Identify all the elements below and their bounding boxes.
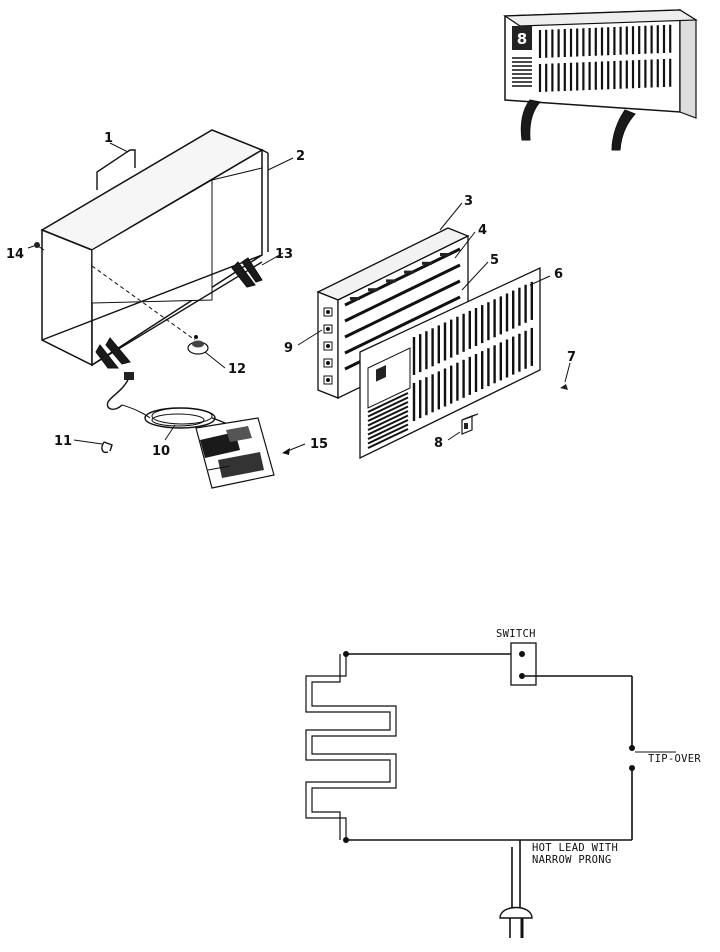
- element-tube: [344, 279, 461, 339]
- switch-label: SWITCH: [496, 628, 536, 640]
- handle: [96, 149, 136, 190]
- element-slot: [404, 270, 414, 274]
- clip-11: [101, 441, 113, 454]
- screw-14: [34, 242, 45, 251]
- part-number-13: 13: [275, 247, 293, 262]
- part-number-7: 7: [567, 350, 576, 365]
- part-numbers: 1 2 3 4 5 6 7 8 9 10 11 12 13 14 15: [6, 131, 576, 459]
- side-components: [323, 307, 333, 385]
- element-tube-highlight: [344, 284, 461, 342]
- grille-slot: [367, 405, 409, 427]
- leader-lines: [27, 142, 571, 455]
- grille-slot: [367, 396, 409, 418]
- part-number-6: 6: [554, 267, 563, 282]
- element-slot: [386, 279, 396, 283]
- part-number-10: 10: [152, 444, 170, 459]
- switch-box: [510, 642, 537, 686]
- side-component-dot: [326, 344, 330, 348]
- grille-slot: [367, 401, 409, 422]
- hot-lead-label-line1: HOT LEAD WITH: [532, 842, 618, 854]
- element-tube-highlight: [344, 300, 461, 358]
- part-number-14: 14: [6, 247, 24, 262]
- grille-slot: [367, 392, 409, 413]
- grille-slot: [367, 423, 409, 445]
- plug: [499, 906, 533, 919]
- part-number-5: 5: [490, 253, 499, 268]
- side-component-dot: [326, 361, 330, 365]
- instruction-booklet: [195, 417, 275, 489]
- part-number-12: 12: [228, 362, 246, 377]
- element-slot: [368, 288, 378, 292]
- tip-over-label: TIP-OVER: [648, 753, 701, 765]
- side-component-dot: [326, 327, 330, 331]
- switch-8: [461, 413, 479, 435]
- part-number-9: 9: [284, 341, 293, 356]
- part-number-8: 8: [434, 436, 443, 451]
- wiring-schematic: SWITCH TIP-OVER HOT LEAD WITH NARROW PRO…: [305, 628, 701, 938]
- tip-over-switch-12: [187, 335, 209, 355]
- screw-7: [560, 384, 568, 390]
- side-component-dot: [326, 378, 330, 382]
- side-component-dot: [326, 310, 330, 314]
- heating-element-outer: [305, 654, 391, 840]
- element-slot: [440, 253, 450, 256]
- element-tube: [344, 263, 461, 323]
- part-number-4: 4: [478, 223, 487, 238]
- element-tube-highlight: [344, 268, 461, 326]
- assembled-heater-inset: 8: [503, 8, 698, 151]
- cabinet: [40, 129, 269, 369]
- hot-lead-label-line2: NARROW PRONG: [532, 854, 611, 866]
- grille-slot: [367, 410, 409, 431]
- part-number-3: 3: [464, 194, 473, 209]
- element-tube: [344, 247, 461, 307]
- element-slot: [422, 261, 432, 265]
- heating-element-inner: [311, 654, 397, 840]
- part-number-1: 1: [104, 131, 113, 146]
- grille-slot: [367, 419, 409, 440]
- front-grille: [359, 266, 541, 460]
- element-slot: [350, 297, 360, 300]
- part-number-11: 11: [54, 434, 72, 449]
- grille-slot: [367, 414, 409, 436]
- inset-badge: 8: [517, 30, 527, 48]
- grille-slots: [367, 281, 533, 449]
- element-tube: [344, 295, 461, 355]
- grille-slot: [367, 428, 409, 449]
- element-tube-highlight: [344, 252, 461, 310]
- inset-grille: [512, 24, 672, 92]
- part-number-2: 2: [296, 149, 305, 164]
- part-number-15: 15: [310, 437, 328, 452]
